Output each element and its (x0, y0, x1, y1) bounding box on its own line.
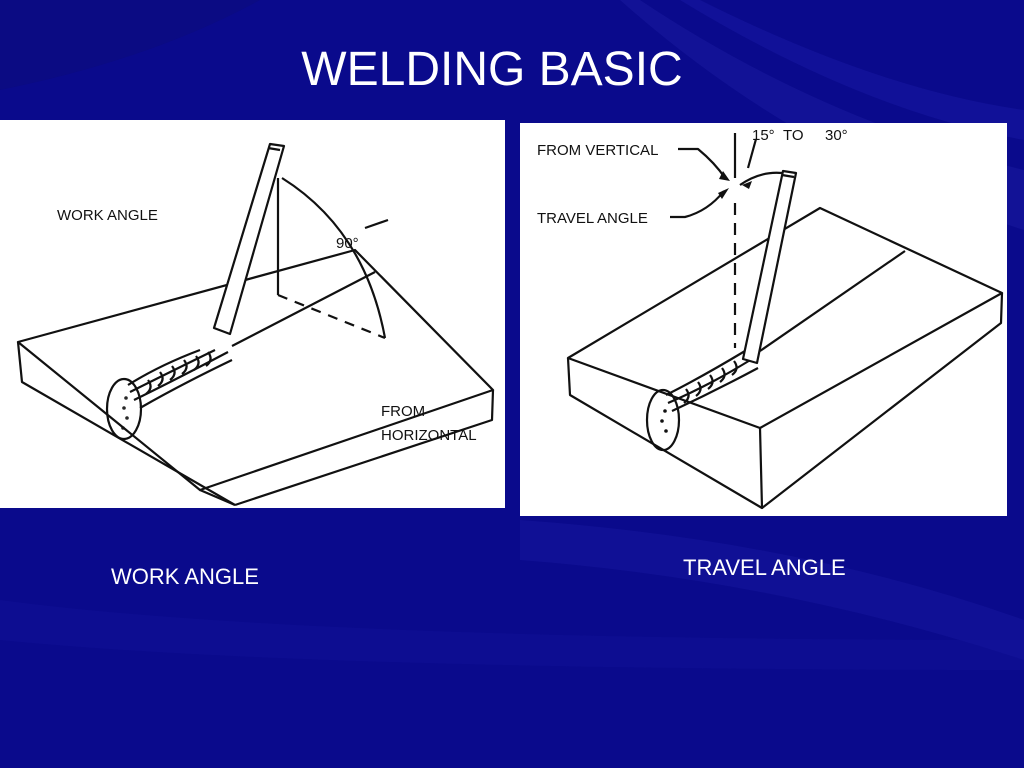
range-to-label: TO (783, 127, 804, 144)
from-label: FROM (381, 403, 425, 420)
travel-angle-label: TRAVEL ANGLE (537, 210, 648, 227)
slide-title: WELDING BASIC (301, 43, 683, 96)
range-start-label: 15° (752, 127, 775, 144)
horizontal-label: HORIZONTAL (381, 427, 477, 444)
travel-angle-figure: 15° TO 30° FROM VERTICAL TRAVEL ANGLE (520, 123, 1007, 516)
angle-90-label: 90° (336, 235, 359, 252)
travel-angle-caption: TRAVEL ANGLE (683, 555, 846, 580)
work-angle-figure: WORK ANGLE 90° FROM HORIZONTAL (0, 120, 505, 508)
from-vertical-label: FROM VERTICAL (537, 142, 658, 159)
range-end-label: 30° (825, 127, 848, 144)
work-angle-label: WORK ANGLE (57, 207, 158, 224)
work-angle-caption: WORK ANGLE (111, 564, 259, 589)
